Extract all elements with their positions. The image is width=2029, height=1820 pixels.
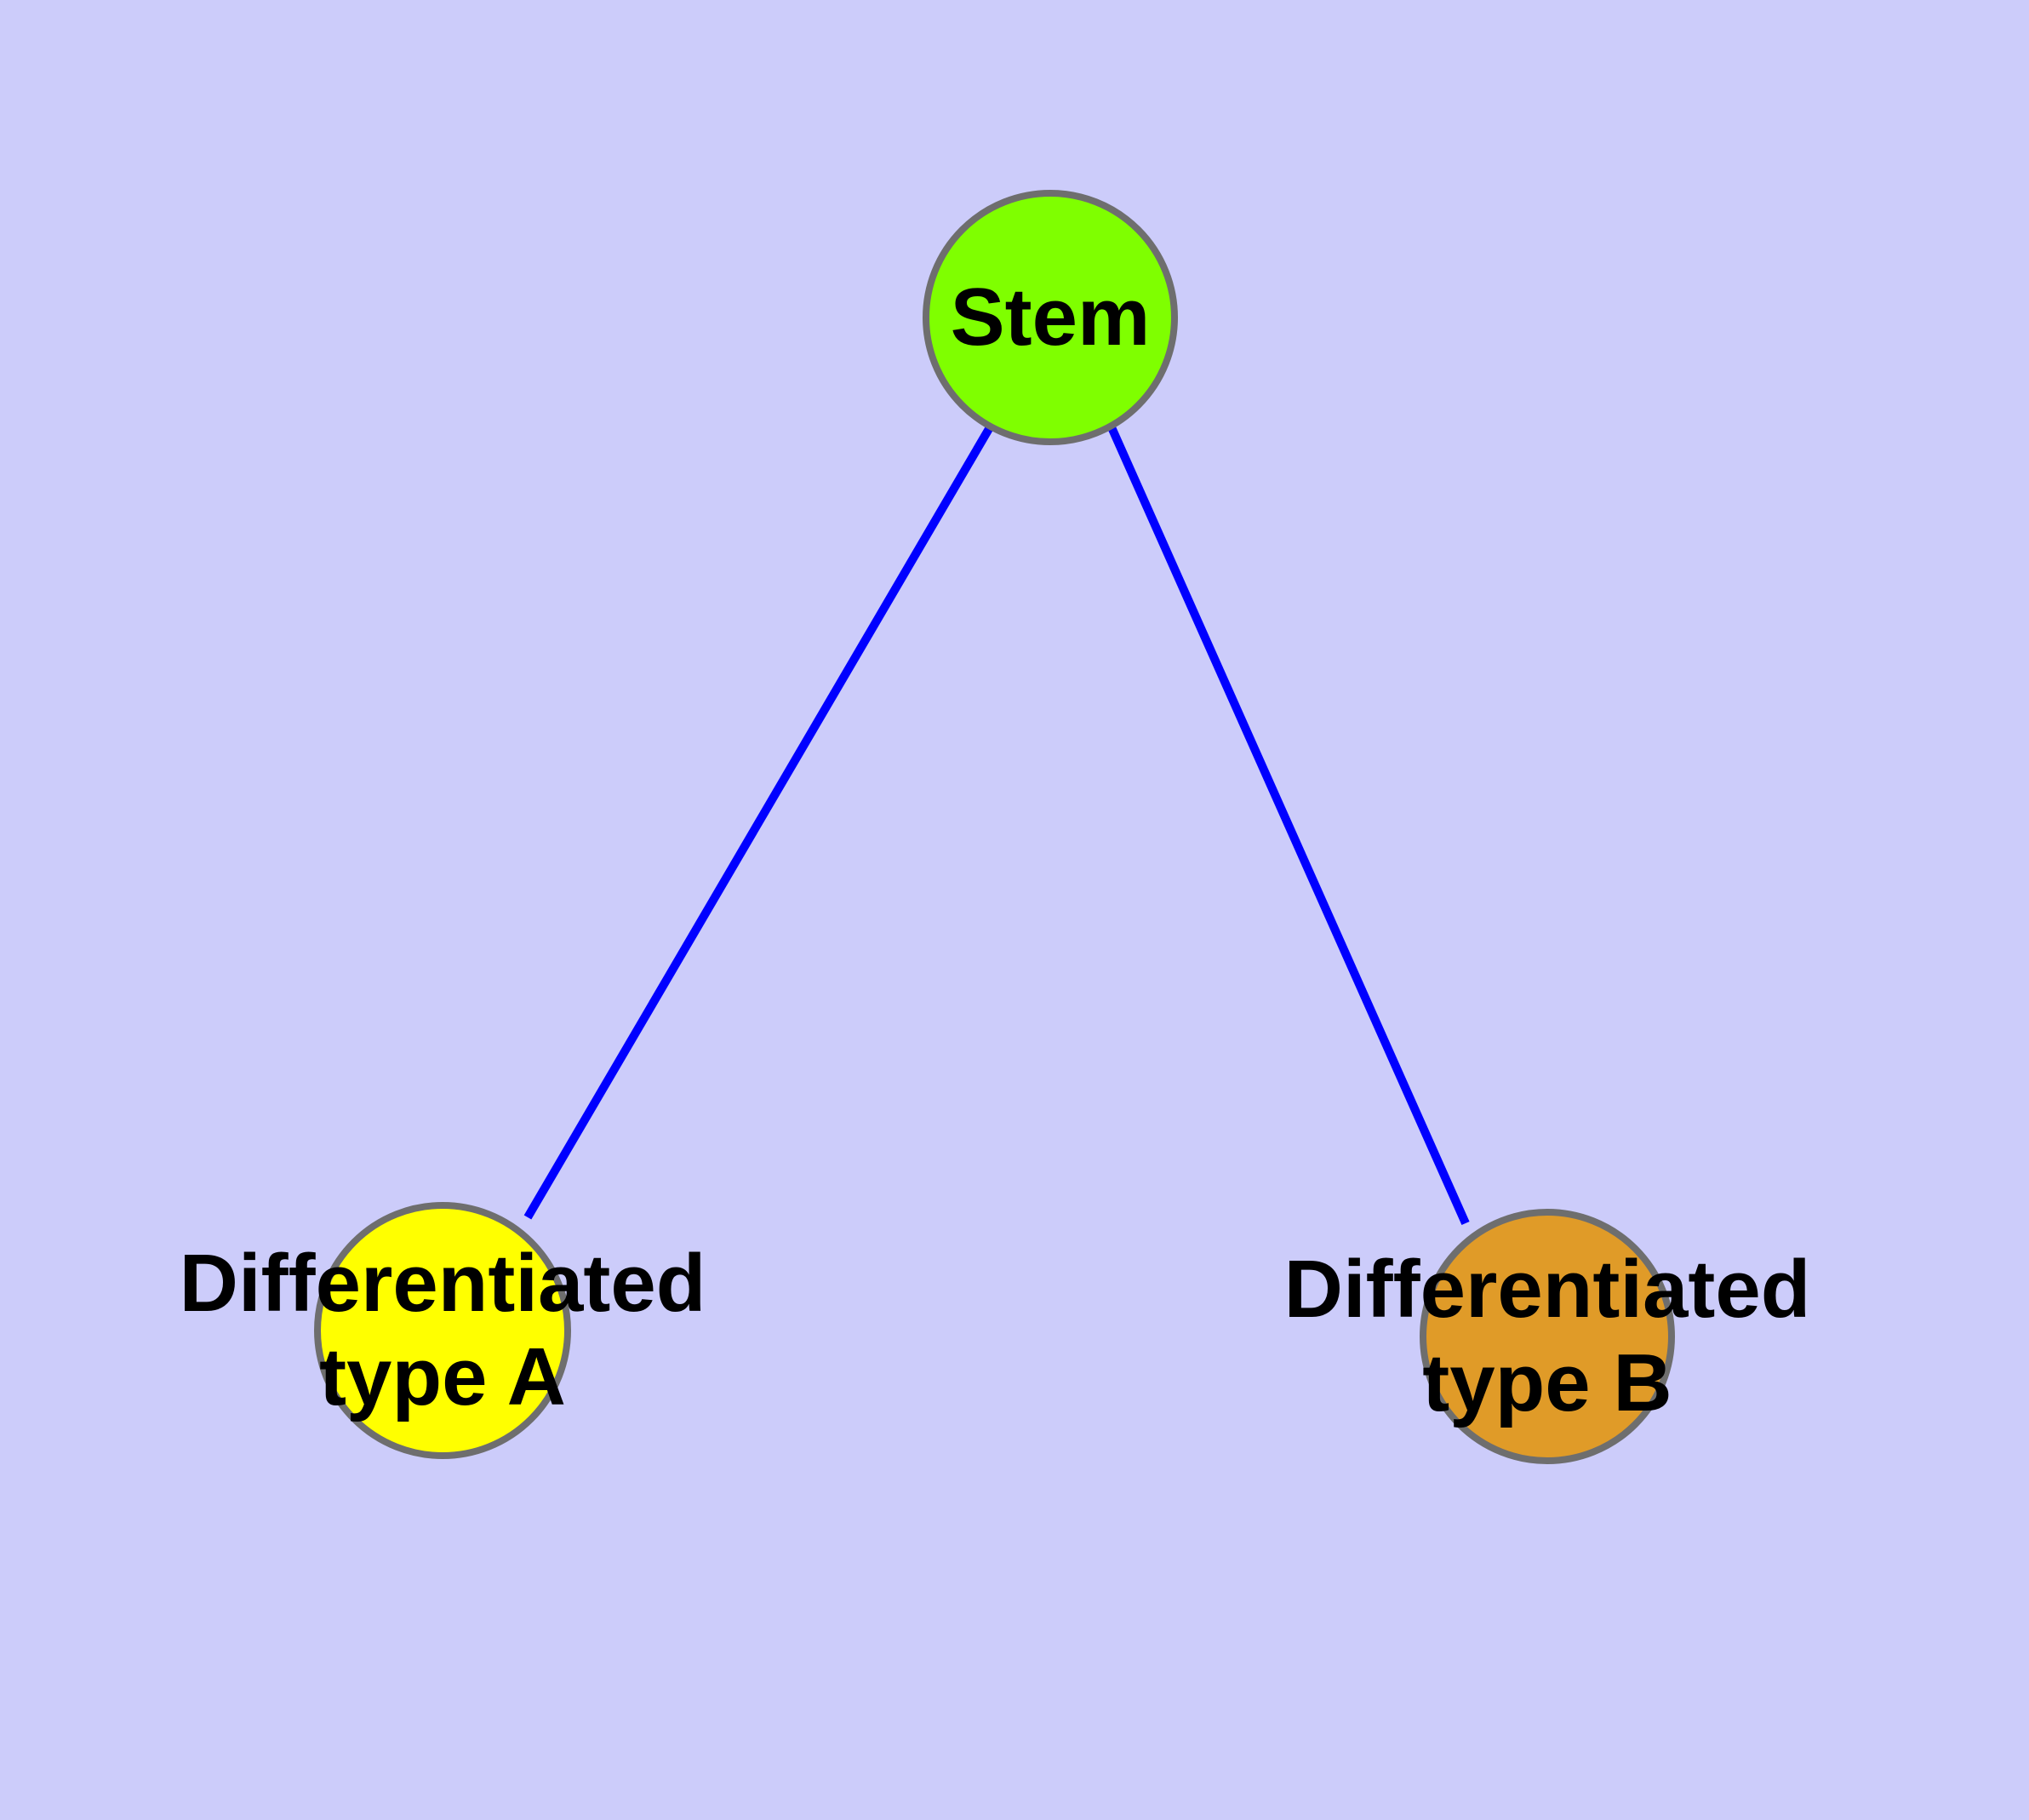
graph-node-label-line: type A	[319, 1332, 566, 1423]
graph-node-label-line: type B	[1422, 1338, 1672, 1429]
graph-node-diff_b[interactable]	[1420, 1209, 1675, 1464]
graph-node-label-stem: Stem	[951, 272, 1151, 363]
graph-node-label-line: Stem	[951, 272, 1151, 363]
graph-node-label-line: Differentiated	[1284, 1245, 1811, 1336]
edges-layer	[523, 425, 1470, 1226]
graph-edge-stem-to-b	[1107, 425, 1470, 1226]
graph-edge-stem-to-a	[523, 425, 994, 1220]
graph-node-stem[interactable]	[923, 190, 1178, 445]
graph-node-label-line: Differentiated	[180, 1239, 706, 1330]
graph-node-diff_a[interactable]	[314, 1202, 571, 1459]
nodes-layer	[314, 190, 1675, 1464]
